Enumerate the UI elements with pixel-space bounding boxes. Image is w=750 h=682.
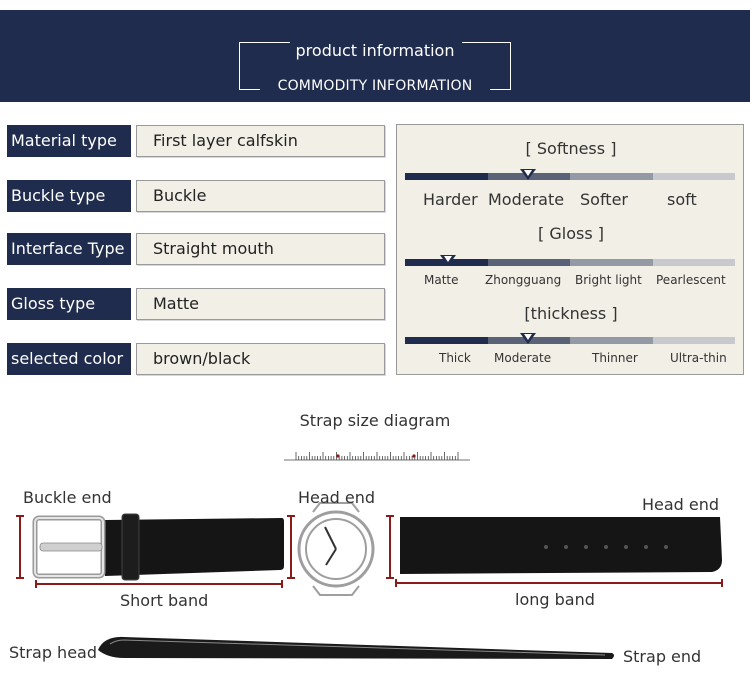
gloss-marker-icon <box>440 255 456 266</box>
long-band-strap-icon <box>400 517 722 574</box>
strap-head-label: Strap head <box>9 643 97 662</box>
short-band-strap-icon <box>32 513 284 581</box>
gloss-option: Bright light <box>575 273 642 287</box>
softness-option: soft <box>667 190 697 209</box>
scale-segment <box>405 173 488 180</box>
head-end-strap-label: Head end <box>642 495 720 514</box>
gloss-type-value: Matte <box>136 288 385 320</box>
gloss-scale-title: [ Gloss ] <box>538 224 604 243</box>
ruler-icon <box>284 452 470 461</box>
gloss-option: Zhongguang <box>485 273 562 287</box>
scale-segment <box>487 259 570 266</box>
strap-end-label: Strap end <box>623 647 702 666</box>
scale-segment <box>652 259 735 266</box>
scale-segment <box>570 337 653 344</box>
softness-scale-title: [ Softness ] <box>525 139 617 158</box>
scale-segment <box>570 173 653 180</box>
thickness-option: Thick <box>439 351 471 365</box>
thickness-scale-title: [thickness ] <box>524 304 618 323</box>
header-title: product information <box>295 41 455 60</box>
softness-option: Softer <box>580 190 628 209</box>
gloss-type-label: Gloss type <box>7 288 131 320</box>
watch-head-icon <box>297 502 375 596</box>
thickness-option: Ultra-thin <box>670 351 727 365</box>
scale-segment <box>652 337 735 344</box>
selected-color-label: selected color <box>7 343 131 375</box>
gloss-option: Pearlescent <box>656 273 726 287</box>
softness-marker-icon <box>520 169 536 180</box>
gloss-option: Matte <box>424 273 459 287</box>
scale-segment <box>405 337 488 344</box>
thickness-marker-icon <box>520 333 536 344</box>
thickness-option: Moderate <box>494 351 552 365</box>
material-type-value: First layer calfskin <box>136 125 385 157</box>
strap-profile-icon <box>98 636 614 659</box>
dimension-lines <box>16 515 723 588</box>
buckle-type-value: Buckle <box>136 180 385 212</box>
softness-option: Moderate <box>488 190 565 209</box>
diagram-title: Strap size diagram <box>299 411 451 430</box>
header-subtitle: COMMODITY INFORMATION <box>277 78 473 94</box>
selected-color-value: brown/black <box>136 343 385 375</box>
scale-segment <box>652 173 735 180</box>
thickness-option: Thinner <box>592 351 638 365</box>
interface-type-label: Interface Type <box>7 233 131 265</box>
feature-scale-panel: [ Softness ] Harder Moderate Softer soft… <box>396 124 744 375</box>
head-end-watch-label: Head end <box>298 488 376 507</box>
buckle-end-label: Buckle end <box>23 488 112 507</box>
long-band-label: long band <box>515 590 595 609</box>
short-band-label: Short band <box>120 591 209 610</box>
buckle-type-label: Buckle type <box>7 180 131 212</box>
header-frame <box>239 39 511 93</box>
scale-segment <box>570 259 653 266</box>
material-type-label: Material type <box>7 125 131 157</box>
interface-type-value: Straight mouth <box>136 233 385 265</box>
softness-option: Harder <box>423 190 478 209</box>
header-banner: product information COMMODITY INFORMATIO… <box>0 10 750 102</box>
